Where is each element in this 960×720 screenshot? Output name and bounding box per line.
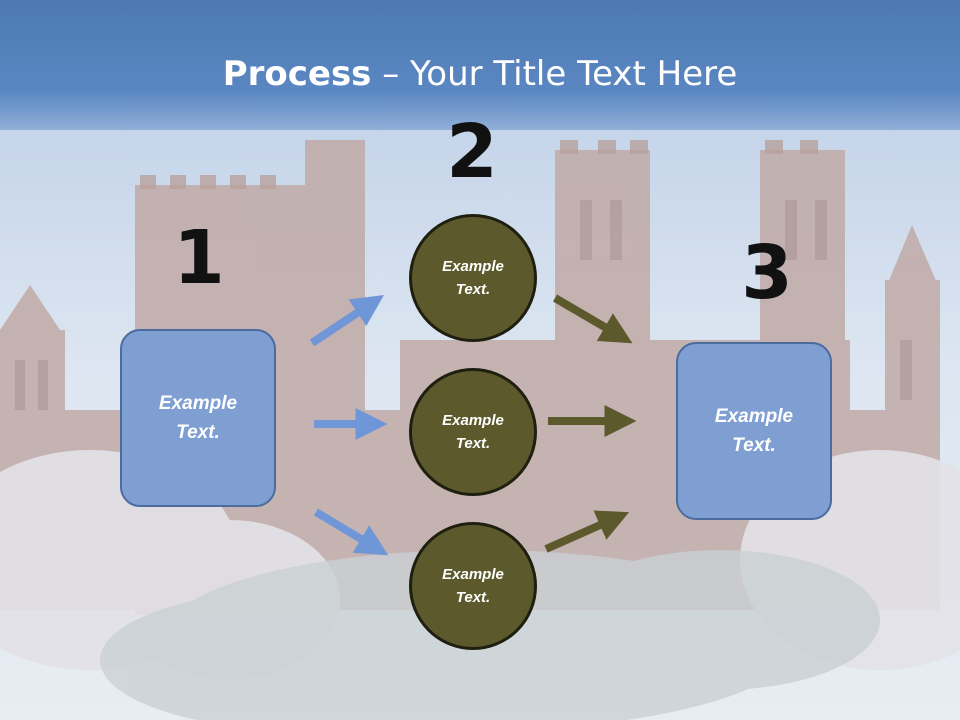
circle-bottom-text: Example Text. bbox=[442, 566, 504, 606]
process-circle-top: Example Text. bbox=[409, 214, 537, 342]
process-circle-bottom: Example Text. bbox=[409, 522, 537, 650]
step-number-2: 2 bbox=[446, 109, 498, 195]
step-number-1: 1 bbox=[173, 215, 225, 301]
title-band bbox=[0, 0, 960, 130]
step-number-3: 3 bbox=[741, 230, 793, 316]
arrow-olive-down bbox=[552, 294, 633, 344]
title-rest: – Your Title Text Here bbox=[371, 54, 738, 94]
process-circle-middle: Example Text. bbox=[409, 368, 537, 496]
arrow-blue-up bbox=[309, 295, 384, 347]
circle-top-text: Example Text. bbox=[442, 258, 504, 298]
right-box-text: Example Text. bbox=[714, 406, 794, 456]
title-bold: Process bbox=[222, 54, 372, 94]
arrow-olive-up bbox=[544, 510, 630, 553]
left-box-text: Example Text. bbox=[158, 393, 238, 443]
slide-title: Process – Your Title Text Here bbox=[0, 52, 960, 96]
arrow-blue-down bbox=[313, 508, 389, 556]
left-process-box: Example Text. bbox=[120, 329, 276, 507]
circle-middle-text: Example Text. bbox=[442, 412, 504, 452]
right-process-box: Example Text. bbox=[676, 342, 832, 520]
